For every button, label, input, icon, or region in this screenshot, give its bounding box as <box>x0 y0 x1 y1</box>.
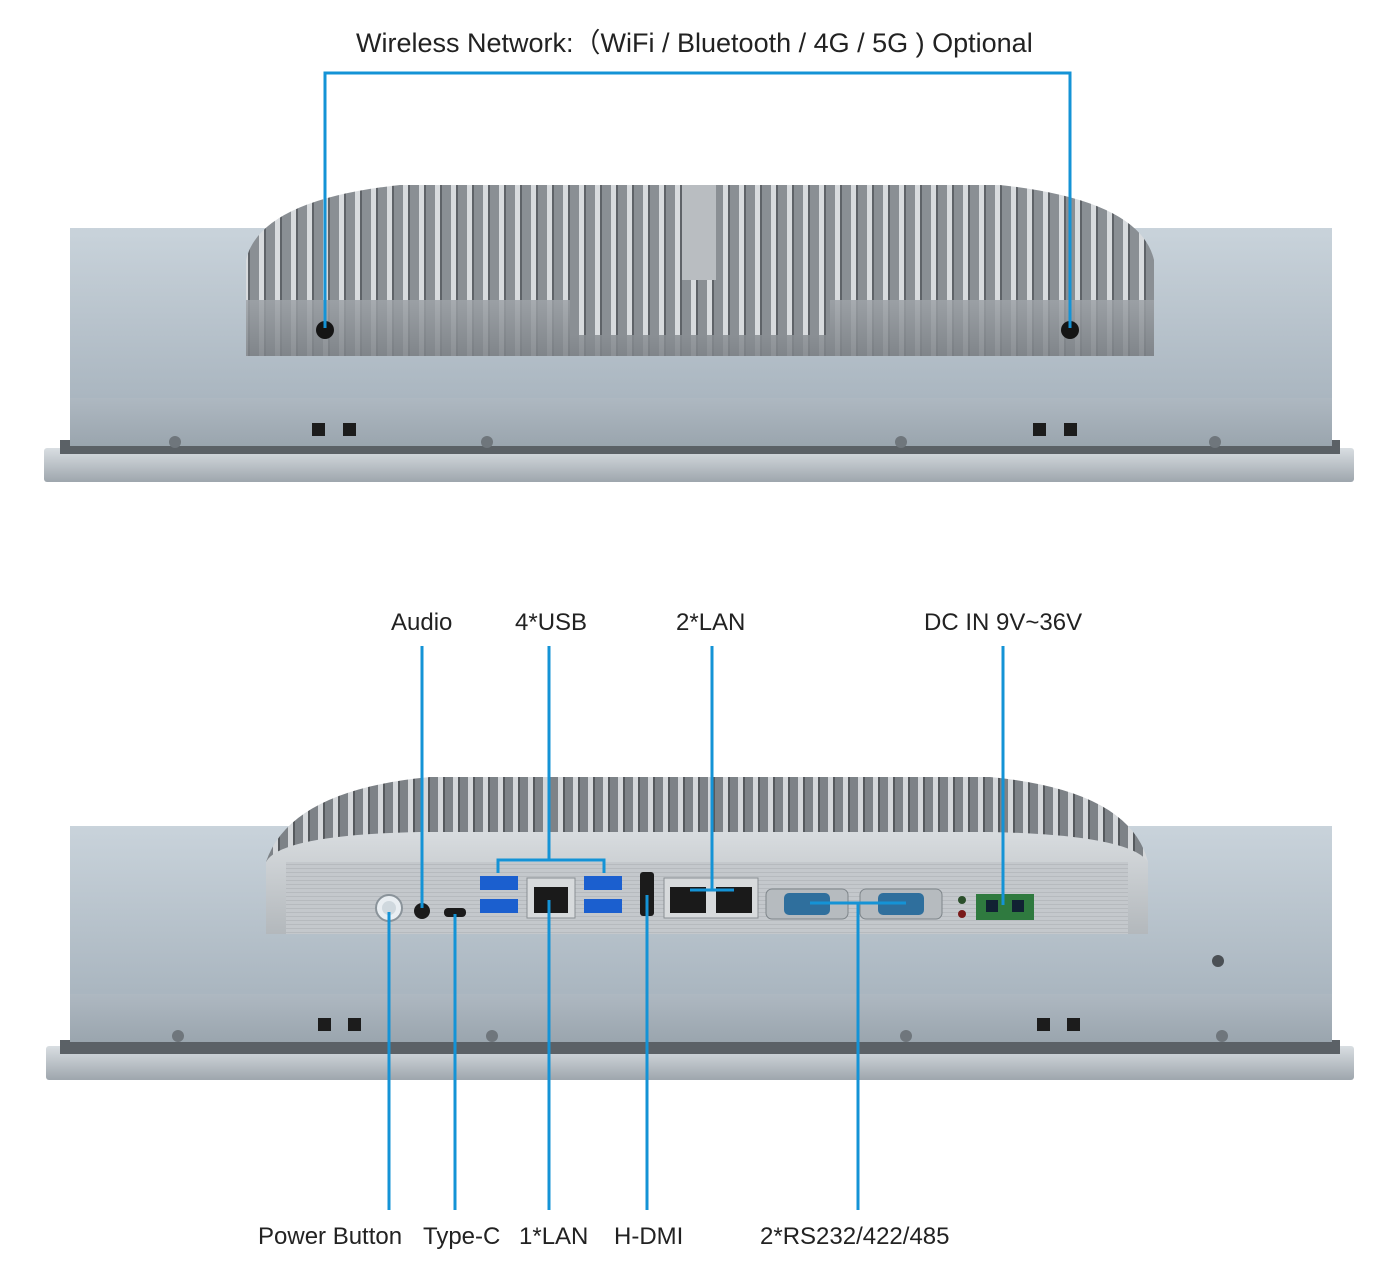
hdmi-port <box>640 872 654 916</box>
lan1-label: 1*LAN <box>519 1223 589 1250</box>
dc-in-terminal <box>976 894 1034 920</box>
type-c-label: Type-C <box>423 1223 501 1250</box>
serial-label: 2*RS232/422/485 <box>760 1223 950 1250</box>
hdmi-label: H-DMI <box>614 1223 684 1250</box>
top-side-frame <box>70 398 1332 446</box>
status-leds <box>958 896 966 918</box>
audio-jack <box>414 903 430 919</box>
bottom-device <box>46 777 1354 1080</box>
wireless-network-label: Wireless Network:（WiFi / Bluetooth / 4G … <box>356 28 1033 58</box>
top-bezel <box>44 448 1354 482</box>
top-heatsink-spine <box>682 185 716 280</box>
callout-lines <box>387 646 1005 1210</box>
bottom-frame-slots <box>318 1018 1080 1031</box>
serial-callout-line <box>810 901 906 1210</box>
type-c-port <box>444 908 466 917</box>
bottom-bezel <box>46 1046 1354 1080</box>
lan2-callout-line <box>690 646 734 892</box>
usb-ports-right <box>584 876 622 913</box>
top-frame-screws <box>169 436 1221 448</box>
top-antenna-hole-left <box>316 321 334 339</box>
lan-port-single <box>526 877 576 919</box>
top-antenna-hole-right <box>1061 321 1079 339</box>
usb-label: 4*USB <box>515 609 588 636</box>
lan2-label: 2*LAN <box>676 609 746 636</box>
bottom-frame-screws <box>172 955 1228 1042</box>
top-frame-slots <box>312 423 1077 436</box>
top-device <box>44 185 1354 482</box>
bottom-side-frame <box>70 994 1332 1042</box>
power-button-label: Power Button <box>258 1223 403 1250</box>
audio-label: Audio <box>391 609 453 636</box>
dc-in-label: DC IN 9V~36V <box>924 609 1083 636</box>
lan-ports-double <box>663 877 759 919</box>
bottom-gasket <box>60 1040 1340 1054</box>
usb-callout-line <box>496 646 606 873</box>
usb-ports-left <box>480 876 518 913</box>
wireless-callout-line <box>323 71 1072 328</box>
